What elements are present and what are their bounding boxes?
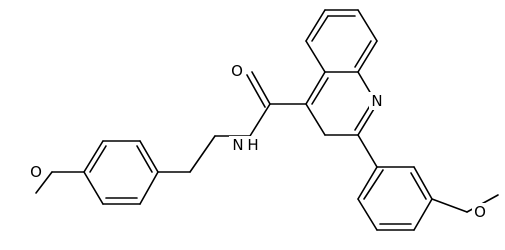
bond: [83, 171, 104, 205]
bond: [354, 40, 372, 68]
bond: [35, 171, 53, 194]
bond: [357, 9, 378, 42]
methoxy-oxygen-left-label: O: [30, 163, 42, 181]
bond: [83, 140, 104, 173]
amide-hydrogen-label: H: [247, 136, 258, 154]
amide-nitrogen-label: N: [232, 136, 243, 154]
bond: [89, 145, 107, 173]
bond: [357, 40, 378, 73]
bond: [311, 15, 329, 42]
bond: [357, 134, 378, 168]
bond: [413, 198, 433, 231]
methoxy-oxygen-right-label: O: [474, 203, 486, 221]
bond: [410, 172, 427, 200]
bond: [139, 140, 159, 173]
bond: [136, 145, 153, 173]
bond: [357, 198, 378, 231]
bond: [413, 166, 433, 200]
bond: [305, 40, 326, 73]
bond: [249, 103, 271, 137]
bond: [311, 77, 329, 105]
bond: [251, 71, 271, 105]
bonds: [35, 9, 499, 231]
bond: [305, 71, 326, 105]
bond: [431, 198, 468, 213]
bond: [305, 9, 326, 42]
quinoline-nitrogen-label: N: [371, 92, 382, 110]
bond: [305, 103, 326, 136]
bond: [189, 135, 216, 173]
carbonyl-oxygen-label: O: [231, 62, 243, 80]
bond: [363, 169, 384, 200]
bond: [354, 103, 372, 131]
bond: [357, 166, 378, 200]
bond: [246, 74, 266, 108]
atom-labels: O N H N O O: [28, 62, 488, 221]
bond: [139, 171, 159, 205]
